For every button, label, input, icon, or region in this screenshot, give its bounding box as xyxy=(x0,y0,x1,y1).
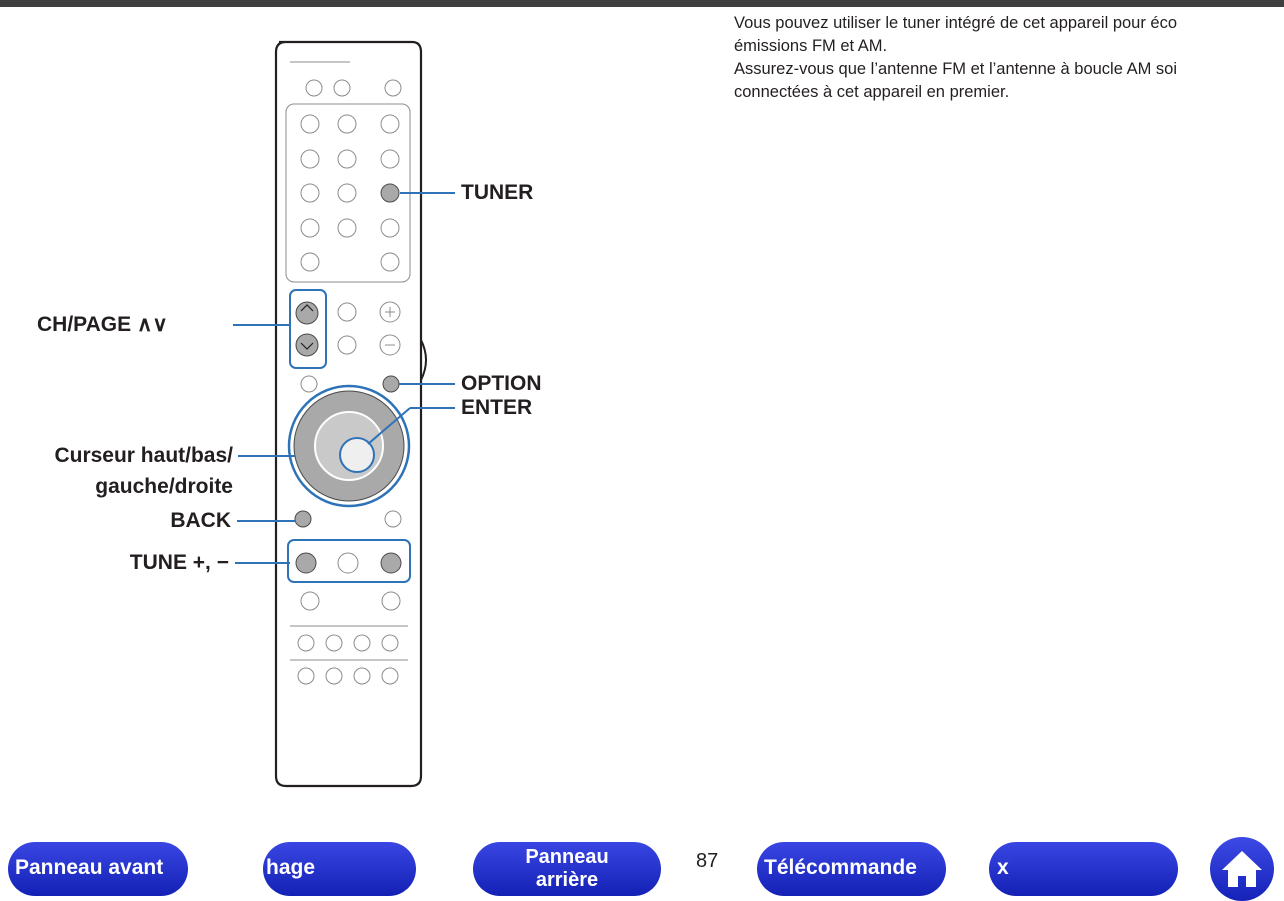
nav-telecommande-button[interactable]: Télécommande xyxy=(757,842,946,896)
page-number: 87 xyxy=(696,850,719,872)
nav-affichage-button[interactable]: hage xyxy=(263,842,416,896)
nav-panneau-avant-label: Panneau avant xyxy=(15,856,164,879)
intro-line-4: connectées à cet appareil en premier. xyxy=(734,83,1010,101)
nav-panneau-arriere-label-1: Panneau xyxy=(525,846,609,868)
ch-page-callout: CH/PAGE ∧∨ xyxy=(37,313,168,336)
option-callout: OPTION xyxy=(461,372,542,395)
back-callout: BACK xyxy=(170,509,231,532)
home-icon xyxy=(1222,851,1262,887)
intro-line-1: Vous pouvez utiliser le tuner intégré de… xyxy=(734,14,1178,32)
nav-index-label: x xyxy=(997,856,1009,879)
nav-panneau-arriere-label-2: arrière xyxy=(535,869,599,891)
enter-callout: ENTER xyxy=(461,396,533,419)
intro-text: Vous pouvez utiliser le tuner intégré de… xyxy=(734,12,1284,104)
intro-line-3: Assurez-vous que l’antenne FM et l’anten… xyxy=(734,60,1178,78)
nav-panneau-arriere-button[interactable]: Panneau arrière xyxy=(473,842,661,896)
cursor-callout-line-2: gauche/droite xyxy=(95,475,233,498)
tune-callout: TUNE +, − xyxy=(129,551,229,574)
nav-panneau-avant-button[interactable]: Panneau avant xyxy=(8,842,188,896)
nav-telecommande-label: Télécommande xyxy=(764,856,917,879)
top-bar xyxy=(0,0,1284,7)
home-button[interactable] xyxy=(1210,837,1274,901)
nav-affichage-label: hage xyxy=(266,856,316,879)
intro-line-2: émissions FM et AM. xyxy=(734,37,888,55)
cursor-callout-line-1: Curseur haut/bas/ xyxy=(54,444,233,467)
tuner-callout: TUNER xyxy=(461,181,534,204)
nav-index-button[interactable]: x xyxy=(989,842,1178,896)
